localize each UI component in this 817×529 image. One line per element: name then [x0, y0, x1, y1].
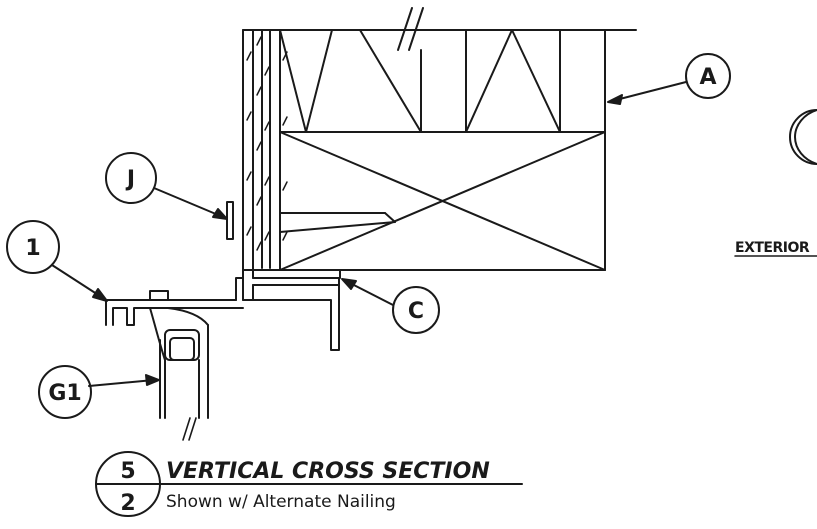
- callout-g1-label: G1: [48, 381, 81, 406]
- callout-c-label: C: [408, 299, 424, 324]
- post-clip: [149, 307, 209, 361]
- callout-j-label: J: [125, 167, 135, 192]
- track-channel: [235, 277, 340, 351]
- callout-g1-circle: [38, 365, 92, 419]
- callout-a-circle: [685, 53, 731, 99]
- callout-1-label: 1: [25, 236, 40, 261]
- nailing-plate: [226, 201, 396, 240]
- bottom-seal: [242, 269, 341, 279]
- sheet-number: 2: [120, 491, 135, 516]
- left-flashing: [105, 299, 244, 326]
- leader-a: [607, 81, 687, 105]
- truss-webs: [279, 29, 606, 271]
- bottom-break-mark: [182, 417, 197, 441]
- post-g1: [159, 324, 209, 419]
- wall-layers: [242, 29, 281, 301]
- leader-c: [341, 278, 394, 306]
- callout-a-label: A: [699, 65, 716, 90]
- partial-callout-circle: [789, 109, 817, 165]
- drawing-subtitle: Shown w/ Alternate Nailing: [166, 492, 396, 512]
- detail-number: 5: [120, 459, 135, 484]
- leader-j: [153, 187, 228, 220]
- top-break-mark: [397, 7, 424, 51]
- rim-board-box: [279, 131, 606, 271]
- drawing-title: VERTICAL CROSS SECTION: [166, 459, 490, 484]
- leader-g1: [88, 374, 160, 387]
- exterior-label: EXTERIOR: [735, 240, 810, 256]
- callout-1-circle: [6, 220, 60, 274]
- callout-j-circle: [105, 152, 157, 204]
- title-block-bubble: [95, 451, 523, 517]
- bolt: [147, 290, 171, 301]
- callout-c-circle: [392, 286, 440, 334]
- leader-1: [51, 264, 108, 302]
